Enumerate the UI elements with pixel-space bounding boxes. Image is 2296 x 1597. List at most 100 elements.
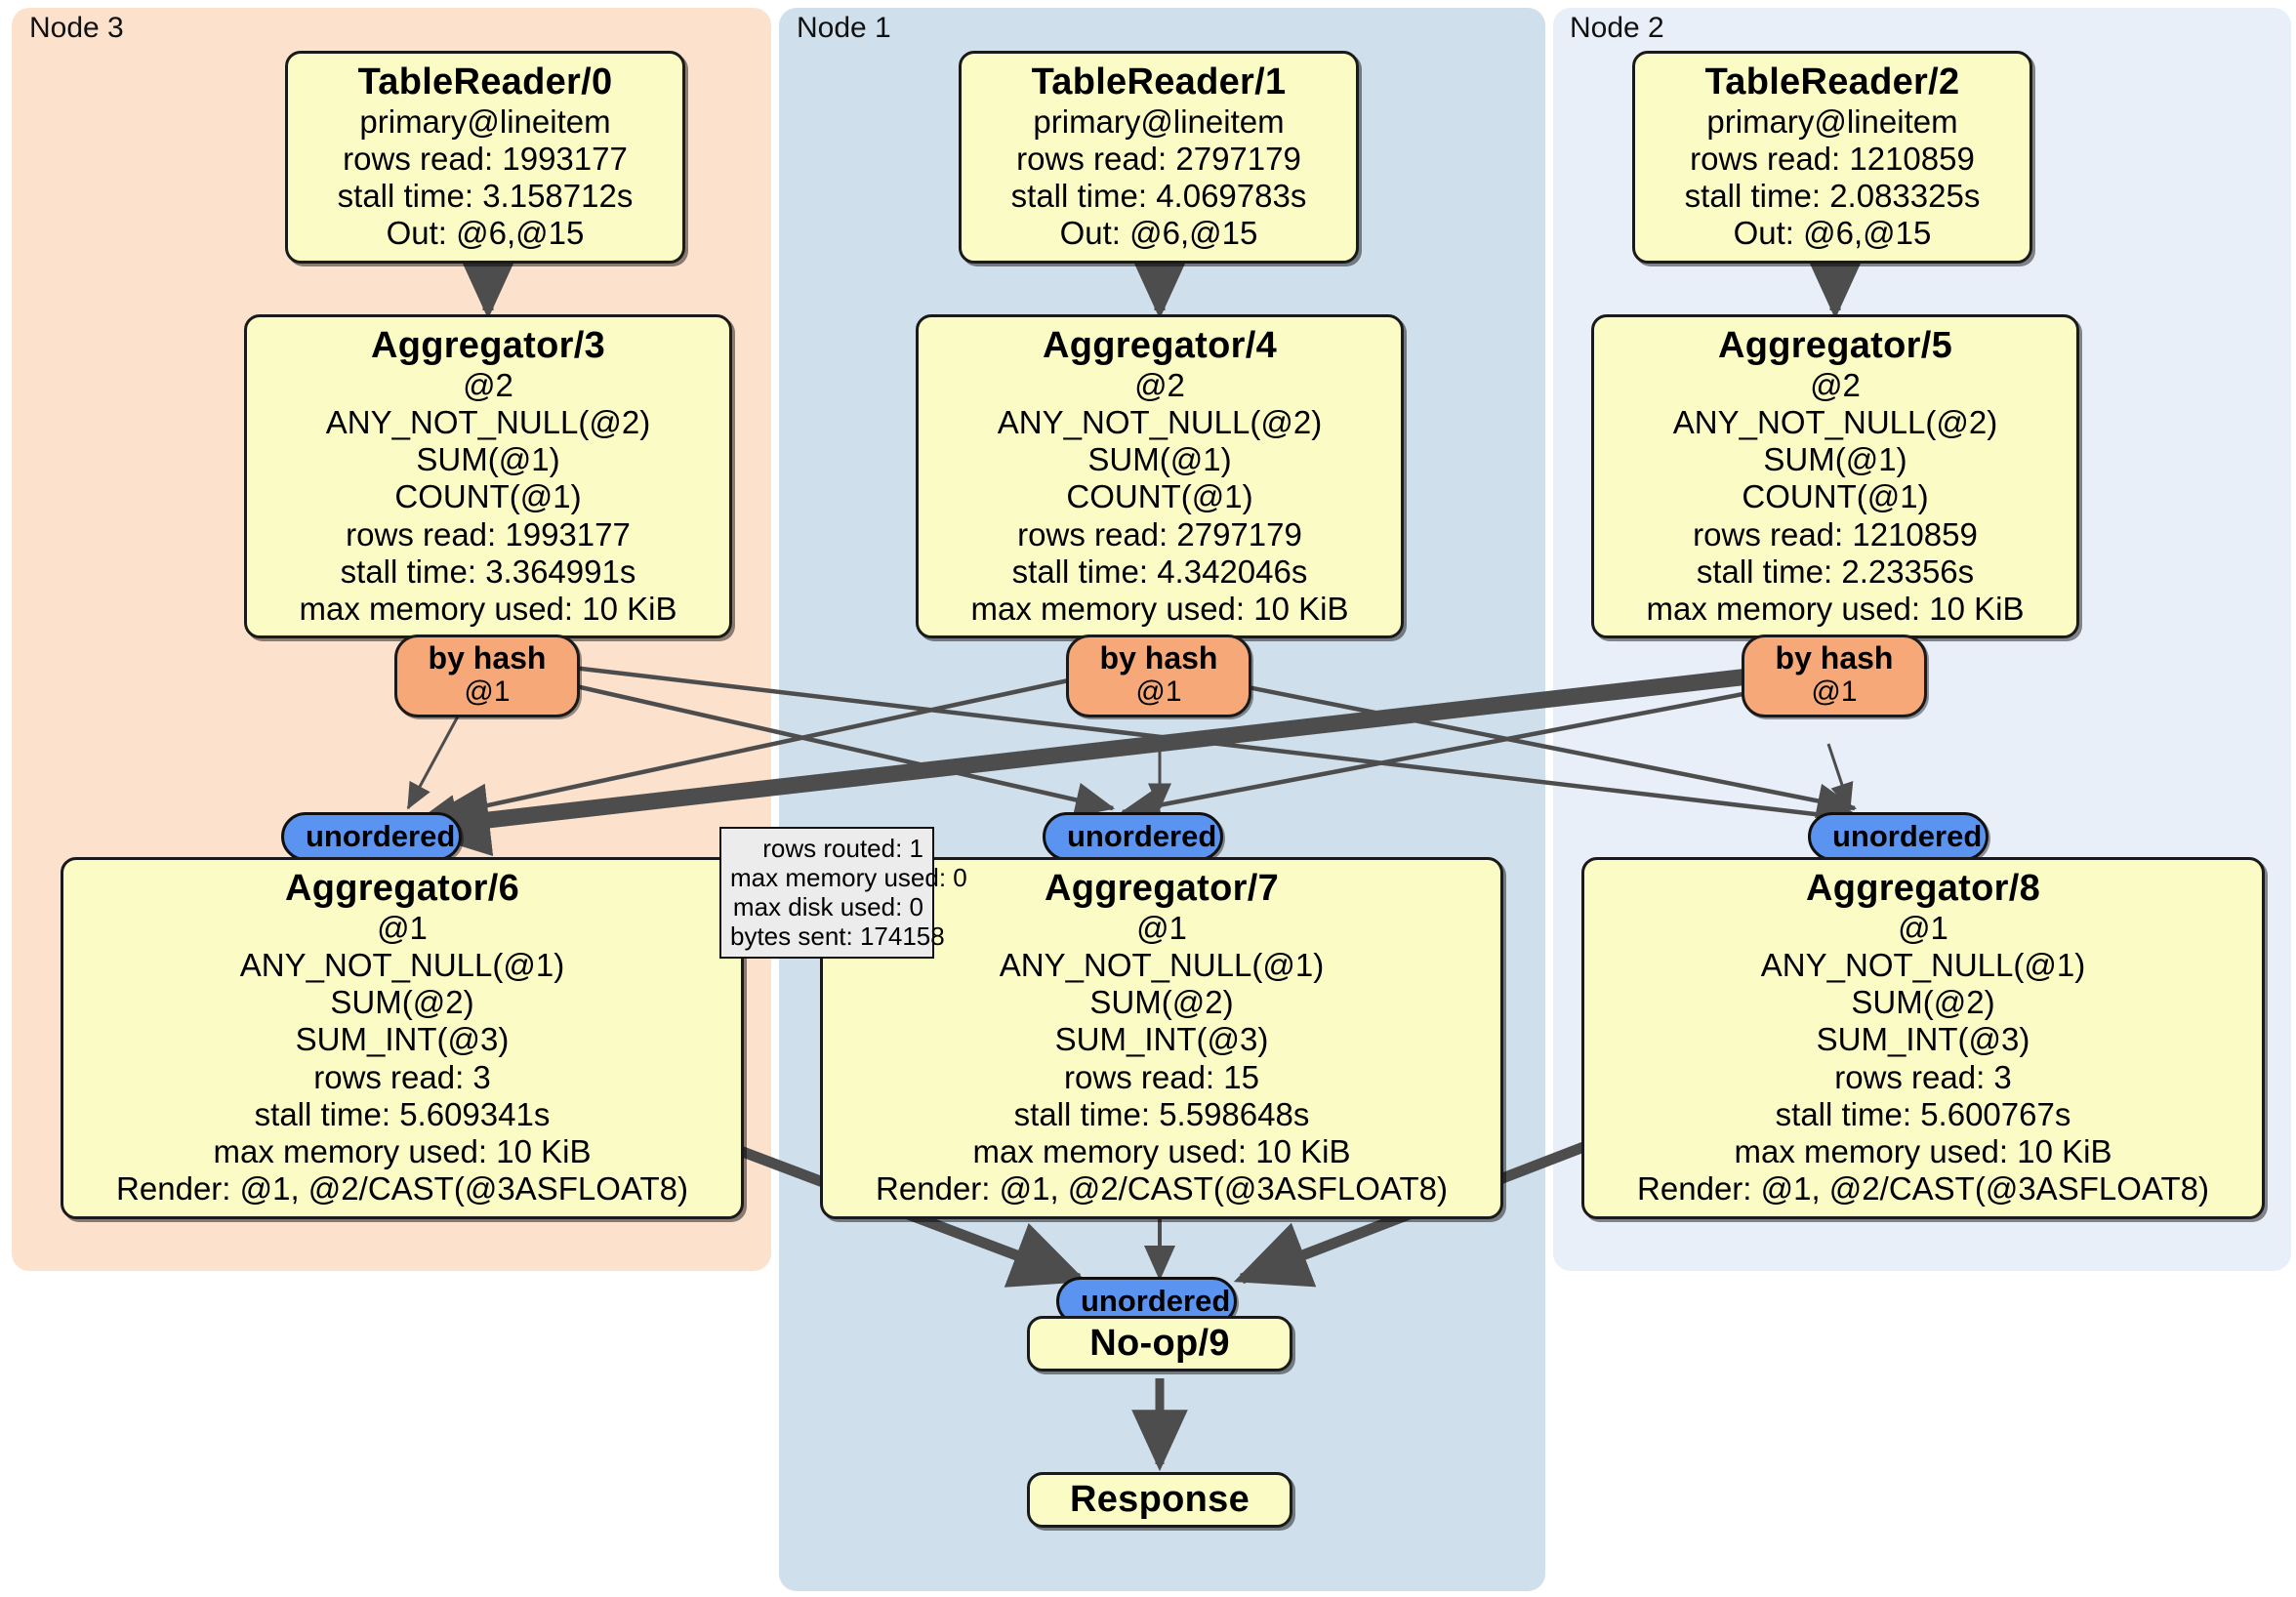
processor-title: TableReader/1 — [1031, 61, 1287, 102]
router-by-hash-agg3[interactable]: by hash @1 — [394, 635, 580, 717]
processor-detail: max memory used: 10 KiB — [213, 1133, 592, 1170]
processor-no-op-9[interactable]: No-op/9 — [1027, 1316, 1292, 1372]
processor-detail: @2 — [463, 366, 513, 403]
processor-detail: ANY_NOT_NULL(@2) — [1672, 403, 1998, 440]
processor-detail: rows read: 1210859 — [1690, 140, 1975, 177]
stream-stats-tooltip: rows routed: 1 max memory used: 0 max di… — [719, 827, 967, 959]
processor-aggregator-5[interactable]: Aggregator/5 @2 ANY_NOT_NULL(@2) SUM(@1)… — [1591, 314, 2079, 639]
processor-detail: SUM(@1) — [1763, 441, 1907, 478]
processor-detail: max memory used: 10 KiB — [972, 1133, 1351, 1170]
synchronizer-label: unordered — [1067, 819, 1217, 853]
processor-detail: ANY_NOT_NULL(@1) — [239, 946, 565, 983]
processor-title: Aggregator/5 — [1717, 325, 1953, 366]
processor-detail: COUNT(@1) — [1066, 478, 1253, 515]
processor-title: Response — [1069, 1479, 1250, 1520]
processor-detail: rows read: 1210859 — [1693, 515, 1978, 553]
processor-detail: stall time: 5.609341s — [254, 1095, 551, 1132]
router-title: by hash — [428, 640, 547, 676]
processor-table-reader-0[interactable]: TableReader/0 primary@lineitem rows read… — [285, 51, 685, 264]
processor-title: TableReader/2 — [1704, 61, 1960, 102]
processor-detail: SUM(@1) — [1087, 441, 1232, 478]
processor-detail: stall time: 3.364991s — [340, 553, 636, 590]
processor-detail: rows read: 3 — [1834, 1058, 2012, 1095]
processor-detail: rows read: 1993177 — [346, 515, 631, 553]
processor-detail: SUM_INT(@3) — [1816, 1021, 2030, 1058]
processor-detail: max memory used: 10 KiB — [299, 591, 677, 628]
processor-detail: ANY_NOT_NULL(@1) — [1760, 946, 2086, 983]
processor-detail: rows read: 15 — [1064, 1058, 1259, 1095]
router-title: by hash — [1775, 640, 1894, 676]
tooltip-line: bytes sent: 174158 — [730, 921, 945, 952]
synchronizer-label: unordered — [1832, 819, 1983, 853]
processor-detail: @1 — [377, 909, 428, 946]
tooltip-line: max memory used: 0 — [730, 863, 967, 893]
processor-table-reader-2[interactable]: TableReader/2 primary@lineitem rows read… — [1632, 51, 2032, 264]
processor-detail: COUNT(@1) — [1742, 478, 1929, 515]
synchronizer-unordered-agg8[interactable]: unordered — [1808, 812, 1988, 862]
router-by-hash-agg5[interactable]: by hash @1 — [1742, 635, 1927, 717]
processor-title: TableReader/0 — [357, 61, 613, 102]
processor-detail: stall time: 5.600767s — [1775, 1095, 2071, 1132]
router-column: @1 — [1135, 676, 1182, 709]
processor-detail: @1 — [1898, 909, 1948, 946]
processor-title: Aggregator/3 — [370, 325, 606, 366]
processor-detail: stall time: 5.598648s — [1013, 1095, 1310, 1132]
processor-detail: SUM(@1) — [416, 441, 560, 478]
processor-detail: ANY_NOT_NULL(@2) — [997, 403, 1323, 440]
router-column: @1 — [464, 676, 511, 709]
tooltip-line: rows routed: 1 — [762, 834, 923, 863]
synchronizer-unordered-agg7[interactable]: unordered — [1043, 812, 1223, 862]
processor-title: Aggregator/6 — [284, 868, 520, 909]
processor-detail: max memory used: 10 KiB — [970, 591, 1349, 628]
processor-detail: @2 — [1810, 366, 1861, 403]
processor-title: Aggregator/4 — [1042, 325, 1278, 366]
processor-detail: Render: @1, @2/CAST(@3ASFLOAT8) — [876, 1170, 1448, 1208]
processor-detail: Out: @6,@15 — [1733, 215, 1932, 252]
processor-table-reader-1[interactable]: TableReader/1 primary@lineitem rows read… — [959, 51, 1359, 264]
processor-aggregator-4[interactable]: Aggregator/4 @2 ANY_NOT_NULL(@2) SUM(@1)… — [916, 314, 1404, 639]
processor-detail: COUNT(@1) — [394, 478, 582, 515]
processor-detail: stall time: 2.23356s — [1696, 553, 1975, 590]
processor-title: No-op/9 — [1089, 1323, 1230, 1364]
processor-detail: SUM(@2) — [1851, 984, 1995, 1021]
processor-detail: Out: @6,@15 — [1059, 215, 1258, 252]
processor-title: Aggregator/8 — [1805, 868, 2041, 909]
processor-detail: rows read: 2797179 — [1016, 140, 1301, 177]
processor-title: Aggregator/7 — [1044, 868, 1280, 909]
processor-aggregator-3[interactable]: Aggregator/3 @2 ANY_NOT_NULL(@2) SUM(@1)… — [244, 314, 732, 639]
processor-detail: @2 — [1134, 366, 1185, 403]
region-label-node-1: Node 1 — [797, 12, 891, 44]
processor-detail: rows read: 1993177 — [343, 140, 628, 177]
synchronizer-label: unordered — [1081, 1284, 1231, 1318]
region-label-node-2: Node 2 — [1570, 12, 1664, 44]
processor-aggregator-6[interactable]: Aggregator/6 @1 ANY_NOT_NULL(@1) SUM(@2)… — [61, 857, 744, 1219]
router-title: by hash — [1099, 640, 1218, 676]
processor-detail: stall time: 3.158712s — [337, 178, 634, 215]
router-column: @1 — [1811, 676, 1858, 709]
processor-detail: Render: @1, @2/CAST(@3ASFLOAT8) — [116, 1170, 688, 1208]
processor-detail: primary@lineitem — [1706, 102, 1958, 140]
processor-response[interactable]: Response — [1027, 1472, 1292, 1528]
processor-detail: ANY_NOT_NULL(@1) — [999, 946, 1325, 983]
processor-detail: stall time: 4.342046s — [1011, 553, 1308, 590]
region-label-node-3: Node 3 — [29, 12, 124, 44]
router-by-hash-agg4[interactable]: by hash @1 — [1066, 635, 1251, 717]
tooltip-line: max disk used: 0 — [732, 892, 923, 922]
synchronizer-unordered-agg6[interactable]: unordered — [281, 812, 462, 862]
processor-detail: Out: @6,@15 — [386, 215, 585, 252]
processor-detail: primary@lineitem — [359, 102, 611, 140]
synchronizer-label: unordered — [306, 819, 456, 853]
processor-detail: stall time: 2.083325s — [1684, 178, 1981, 215]
processor-detail: Render: @1, @2/CAST(@3ASFLOAT8) — [1637, 1170, 2209, 1208]
processor-detail: rows read: 3 — [313, 1058, 491, 1095]
processor-detail: ANY_NOT_NULL(@2) — [325, 403, 651, 440]
processor-detail: SUM(@2) — [330, 984, 474, 1021]
processor-aggregator-8[interactable]: Aggregator/8 @1 ANY_NOT_NULL(@1) SUM(@2)… — [1581, 857, 2265, 1219]
processor-detail: max memory used: 10 KiB — [1734, 1133, 2112, 1170]
processor-detail: SUM_INT(@3) — [295, 1021, 510, 1058]
processor-detail: @1 — [1136, 909, 1187, 946]
processor-detail: stall time: 4.069783s — [1010, 178, 1307, 215]
processor-detail: rows read: 2797179 — [1017, 515, 1302, 553]
processor-detail: primary@lineitem — [1033, 102, 1285, 140]
